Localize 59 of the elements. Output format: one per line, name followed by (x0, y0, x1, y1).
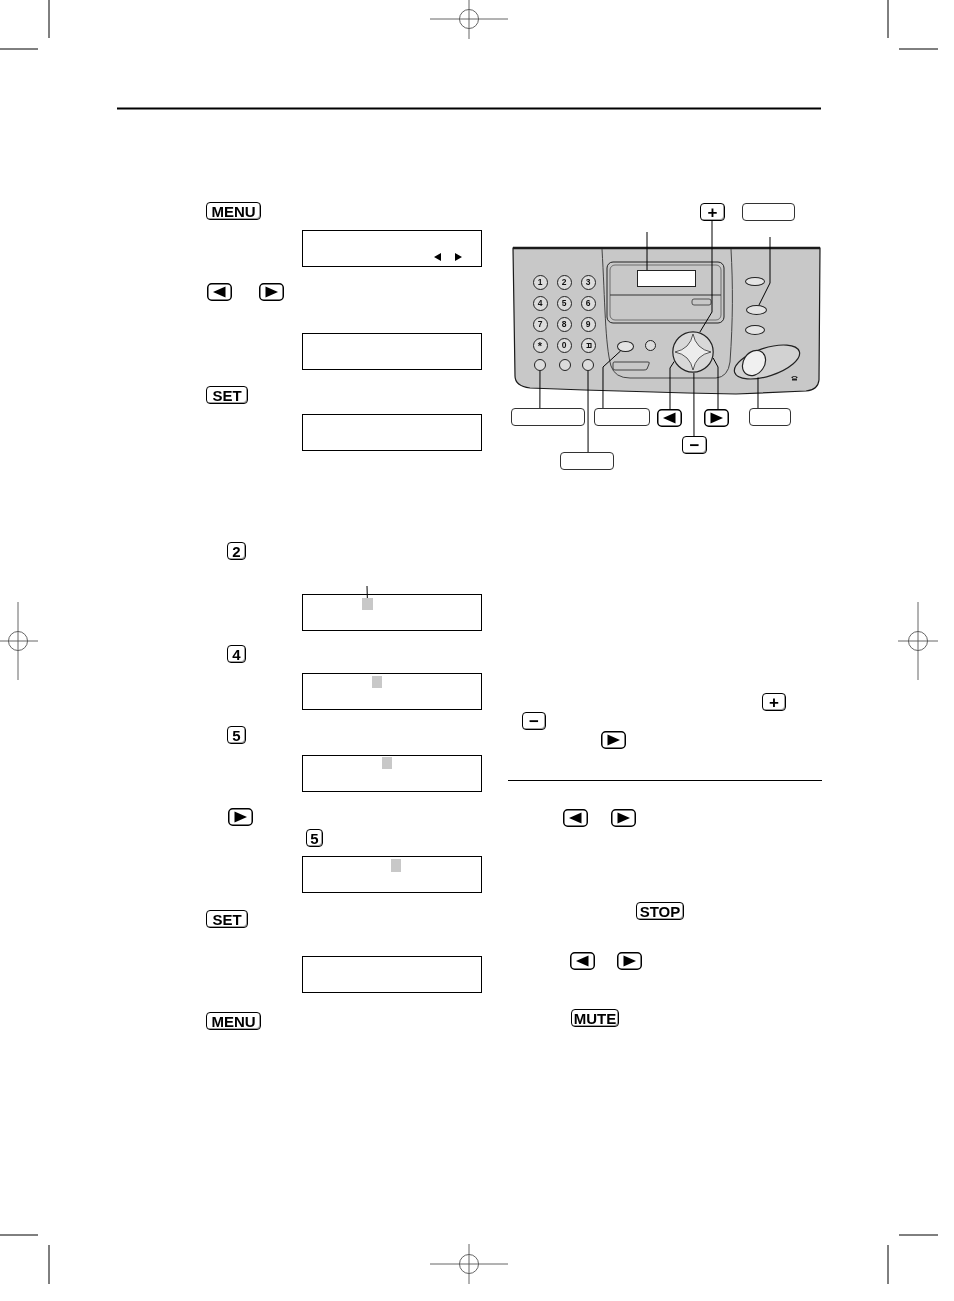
left-arrow-key-icon (563, 809, 588, 827)
lcd-display (302, 673, 482, 710)
key-cap: 2 (227, 542, 246, 560)
key-cap: + (700, 203, 725, 221)
navigation-pad (672, 331, 714, 373)
key-cap: SET (206, 386, 248, 404)
key-cap: SET (206, 910, 248, 928)
lcd-display (302, 333, 482, 370)
key-cap: MUTE (571, 1009, 619, 1027)
fax-panel-drawing (510, 244, 824, 398)
round-button (645, 340, 656, 351)
lcd-display (302, 956, 482, 993)
left-arrow-key-icon (570, 952, 595, 970)
lcd-display (302, 755, 482, 792)
right-arrow-key-icon (259, 283, 284, 301)
key-cap: − (682, 436, 707, 454)
cursor-icon (362, 598, 373, 610)
key-cap: MENU (206, 1012, 261, 1030)
leader-line (699, 220, 713, 333)
cursor-icon (372, 676, 382, 688)
key-cap: STOP (636, 902, 684, 920)
oval-button (745, 325, 765, 335)
leader-line (366, 585, 368, 599)
key-cap: 5 (227, 726, 246, 744)
leader-line (587, 370, 589, 453)
lcd-display (302, 856, 482, 893)
callout-box (742, 203, 795, 221)
cursor-icon (391, 859, 401, 872)
leader-line (539, 370, 541, 409)
left-arrow-key-icon (657, 409, 682, 427)
key-cap: − (522, 712, 546, 730)
left-arrow-key-icon (207, 283, 232, 301)
key-cap: 5 (306, 829, 323, 847)
leader-line (712, 357, 719, 410)
key-cap: MENU (206, 202, 261, 220)
key-cap: 4 (227, 645, 246, 663)
right-arrow-key-icon (617, 952, 642, 970)
lcd-display (302, 230, 482, 267)
leader-line (602, 350, 622, 409)
lcd-display (302, 414, 482, 451)
lcd-display (302, 594, 482, 631)
right-arrow-key-icon (228, 808, 253, 826)
display-window (637, 270, 696, 287)
callout-box (749, 408, 791, 426)
oval-button (746, 305, 767, 315)
cursor-icon (382, 757, 392, 769)
right-arrow-key-icon (611, 809, 636, 827)
callout-box (511, 408, 585, 426)
oval-button (617, 341, 634, 352)
leader-line (757, 377, 759, 409)
right-arrow-key-icon (704, 409, 729, 427)
leader-line (669, 360, 675, 410)
right-arrow-key-icon (601, 731, 626, 749)
callout-box (594, 408, 650, 426)
callout-box (560, 452, 614, 470)
leader-line (758, 236, 771, 306)
leader-line (646, 231, 648, 271)
key-cap: + (762, 693, 786, 711)
oval-button (745, 277, 765, 286)
